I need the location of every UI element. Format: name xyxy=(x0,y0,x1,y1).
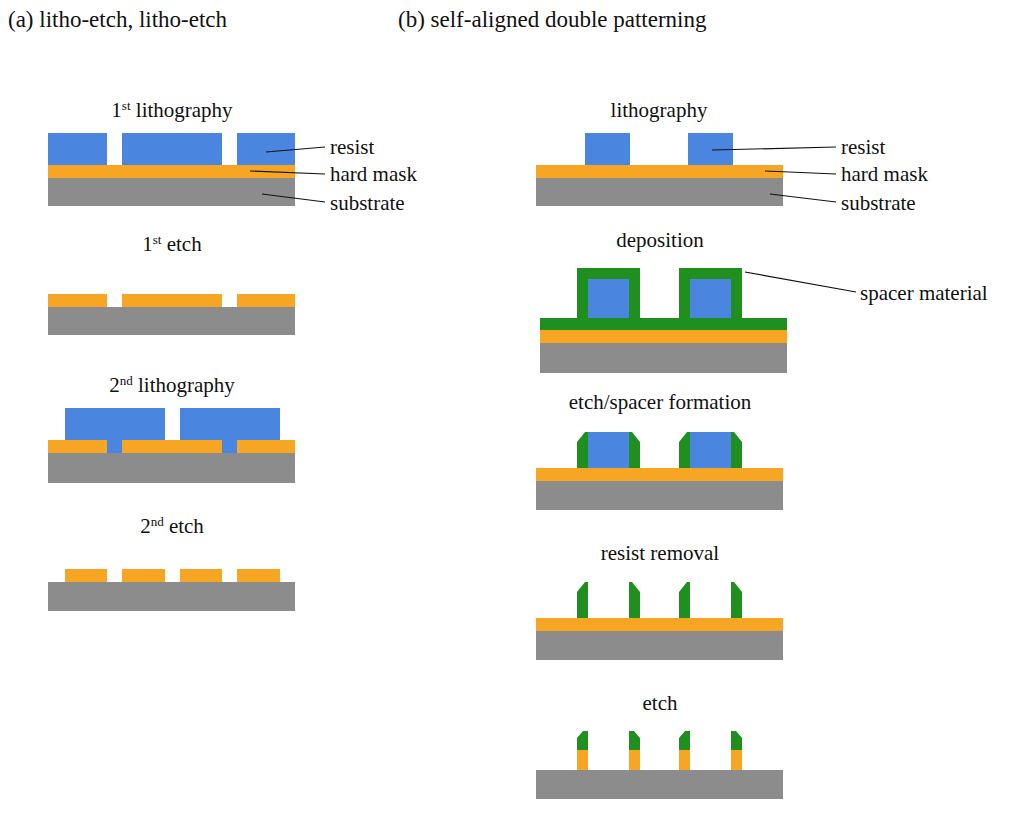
layer-label: 1st lithography xyxy=(111,98,232,122)
spacer xyxy=(577,582,588,618)
spacer xyxy=(731,432,742,468)
layer-label: resist removal xyxy=(601,541,719,565)
leader-line xyxy=(712,147,836,150)
leader-line xyxy=(262,194,325,202)
layer-label: 2nd etch xyxy=(140,514,204,538)
step-resist-removal xyxy=(536,582,783,660)
layer-label: lithography xyxy=(611,98,708,122)
leader-line xyxy=(745,272,856,292)
leader-line xyxy=(250,171,325,174)
spacer xyxy=(731,582,742,618)
hard-mask-piece xyxy=(237,294,295,307)
spacer xyxy=(577,731,588,750)
leader-lines xyxy=(250,147,325,202)
spacer xyxy=(679,731,690,750)
resist-block xyxy=(690,279,731,318)
substrate-layer xyxy=(536,631,783,660)
hard-mask-piece xyxy=(731,750,742,770)
resist-fill xyxy=(107,440,122,453)
step-2nd-lithography xyxy=(48,408,295,483)
substrate-layer xyxy=(48,582,295,611)
hard-mask-layer xyxy=(540,330,787,343)
step-1st-etch xyxy=(48,294,295,335)
resist-block xyxy=(65,408,165,440)
spacer xyxy=(629,731,640,750)
hard-mask-piece xyxy=(65,569,107,582)
panel-heading: (a) litho-etch, litho-etch xyxy=(8,7,227,33)
layer-label: substrate xyxy=(841,191,916,215)
layer-label: 1st etch xyxy=(142,232,201,256)
hard-mask-piece xyxy=(48,294,107,307)
resist-block xyxy=(48,133,107,165)
layer-label: etch xyxy=(643,691,678,715)
substrate-layer xyxy=(536,481,783,510)
step-lithography xyxy=(536,133,783,206)
hard-mask-piece xyxy=(122,294,222,307)
substrate-layer xyxy=(536,178,783,206)
hard-mask-layer xyxy=(536,165,783,178)
leader-line xyxy=(765,171,836,174)
substrate-layer xyxy=(48,307,295,335)
spacer xyxy=(679,582,690,618)
hard-mask-piece xyxy=(122,569,165,582)
layer-label: hard mask xyxy=(841,162,928,186)
resist-block xyxy=(237,133,295,165)
resist-block xyxy=(588,279,629,318)
spacer-layer xyxy=(540,268,787,330)
hard-mask-layer xyxy=(536,468,783,481)
layer-label: spacer material xyxy=(860,281,988,305)
substrate-layer xyxy=(536,770,783,799)
layer-label: substrate xyxy=(330,191,405,215)
substrate-layer xyxy=(48,453,295,483)
layer-label: resist xyxy=(841,135,885,159)
hard-mask-piece xyxy=(577,750,588,770)
leader-line xyxy=(770,194,836,202)
resist-block xyxy=(180,408,280,440)
leader-line xyxy=(266,147,325,152)
hard-mask-piece xyxy=(180,569,222,582)
spacer xyxy=(577,432,588,468)
spacer xyxy=(731,731,742,750)
step-final-etch xyxy=(536,731,783,799)
hard-mask-layer xyxy=(48,440,295,453)
substrate-layer xyxy=(48,178,295,206)
hard-mask-piece xyxy=(679,750,690,770)
panel-heading: (b) self-aligned double patterning xyxy=(398,7,706,33)
step-deposition xyxy=(540,268,787,373)
spacer xyxy=(629,582,640,618)
layer-label: deposition xyxy=(616,228,704,252)
resist-block xyxy=(690,432,731,468)
step-2nd-etch xyxy=(48,569,295,611)
layer-label: resist xyxy=(330,135,374,159)
resist-block xyxy=(588,432,629,468)
hard-mask-layer xyxy=(536,618,783,631)
layer-label: 2nd lithography xyxy=(109,373,235,397)
resist-block xyxy=(688,133,733,165)
spacer xyxy=(629,432,640,468)
resist-fill xyxy=(222,440,237,453)
layer-label: hard mask xyxy=(330,162,417,186)
step-spacer-formation xyxy=(536,432,783,510)
leader-lines xyxy=(712,147,856,292)
layer-label: etch/spacer formation xyxy=(569,390,752,414)
spacer xyxy=(679,432,690,468)
resist-block xyxy=(585,133,630,165)
substrate-layer xyxy=(540,343,787,373)
resist-block xyxy=(122,133,222,165)
hard-mask-piece xyxy=(237,569,280,582)
step-1st-lithography xyxy=(48,133,295,206)
hard-mask-piece xyxy=(629,750,640,770)
